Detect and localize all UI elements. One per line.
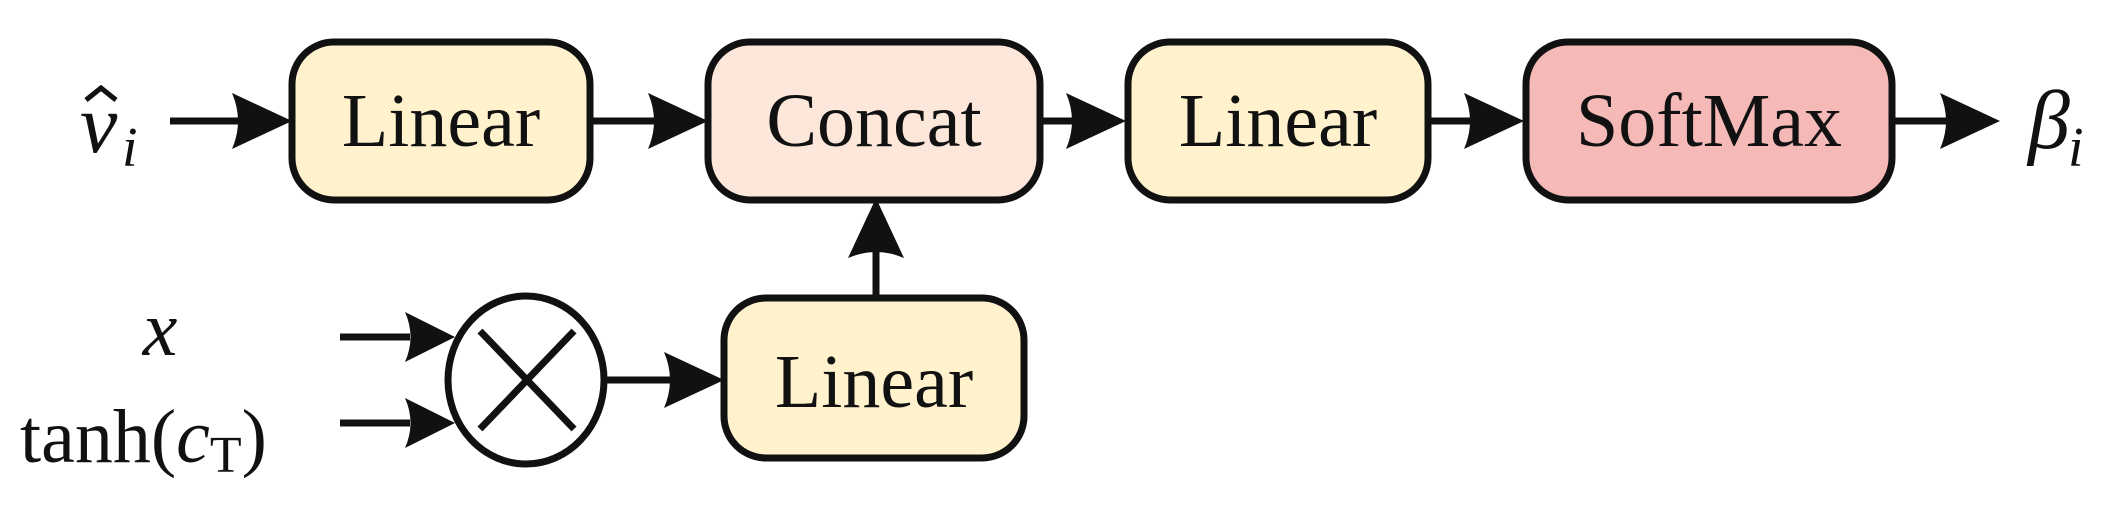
block-concat-label: Concat — [766, 79, 981, 163]
block-linear-top-left-box — [288, 38, 594, 204]
block-linear-bottom: Linear — [720, 294, 1028, 462]
arrowhead-linear-to-softmax — [1464, 93, 1524, 149]
block-linear-top-right-label: Linear — [1179, 79, 1377, 163]
block-linear-top-right: Linear — [1124, 38, 1432, 204]
block-softmax-box — [1522, 38, 1896, 204]
multiply-operator — [444, 292, 608, 468]
arrowhead-linear-to-concat — [648, 93, 708, 149]
block-softmax-label: SoftMax — [1576, 79, 1842, 163]
input-tanh-subscript: T — [210, 427, 242, 484]
input-tanh-prefix: tanh( — [20, 395, 176, 479]
arrowhead-concat-to-linear — [1066, 93, 1126, 149]
input-x: x — [142, 285, 178, 372]
connectors — [170, 93, 2000, 448]
arrowhead-softmax-to-beta — [1940, 93, 2000, 149]
arrowhead-x-to-multiply — [405, 312, 455, 362]
block-linear-top-left-label: Linear — [342, 79, 540, 163]
input-tanh: tanh(cT) — [20, 395, 267, 484]
input-tanh-c: c — [176, 395, 210, 479]
arrowhead-linear-to-concat-up — [848, 198, 904, 258]
block-linear-top-left: Linear — [288, 38, 594, 204]
input-x-label: x — [142, 285, 178, 372]
block-linear-bottom-box — [720, 294, 1028, 462]
input-tanh-suffix: ) — [242, 395, 267, 479]
output-beta-base: β — [2026, 74, 2070, 167]
hat-icon — [84, 84, 118, 102]
block-softmax: SoftMax — [1522, 38, 1896, 204]
input-v-hat-base: v — [80, 78, 118, 171]
output-beta-subscript: i — [2068, 117, 2084, 179]
input-v-hat-subscript: i — [122, 117, 138, 179]
block-concat-box — [704, 38, 1044, 204]
block-concat: Concat — [704, 38, 1044, 204]
multiply-cross-b — [477, 328, 577, 432]
arrowhead-vhat-to-linear — [232, 93, 292, 149]
output-beta: β i — [2026, 74, 2084, 179]
block-linear-bottom-label: Linear — [775, 340, 973, 424]
arrowhead-tanh-to-multiply — [405, 398, 455, 448]
input-tanh-label: tanh(cT) — [20, 395, 267, 484]
arrowhead-multiply-to-linear — [664, 352, 724, 408]
input-v-hat: v i — [80, 78, 138, 179]
block-linear-top-right-box — [1124, 38, 1432, 204]
